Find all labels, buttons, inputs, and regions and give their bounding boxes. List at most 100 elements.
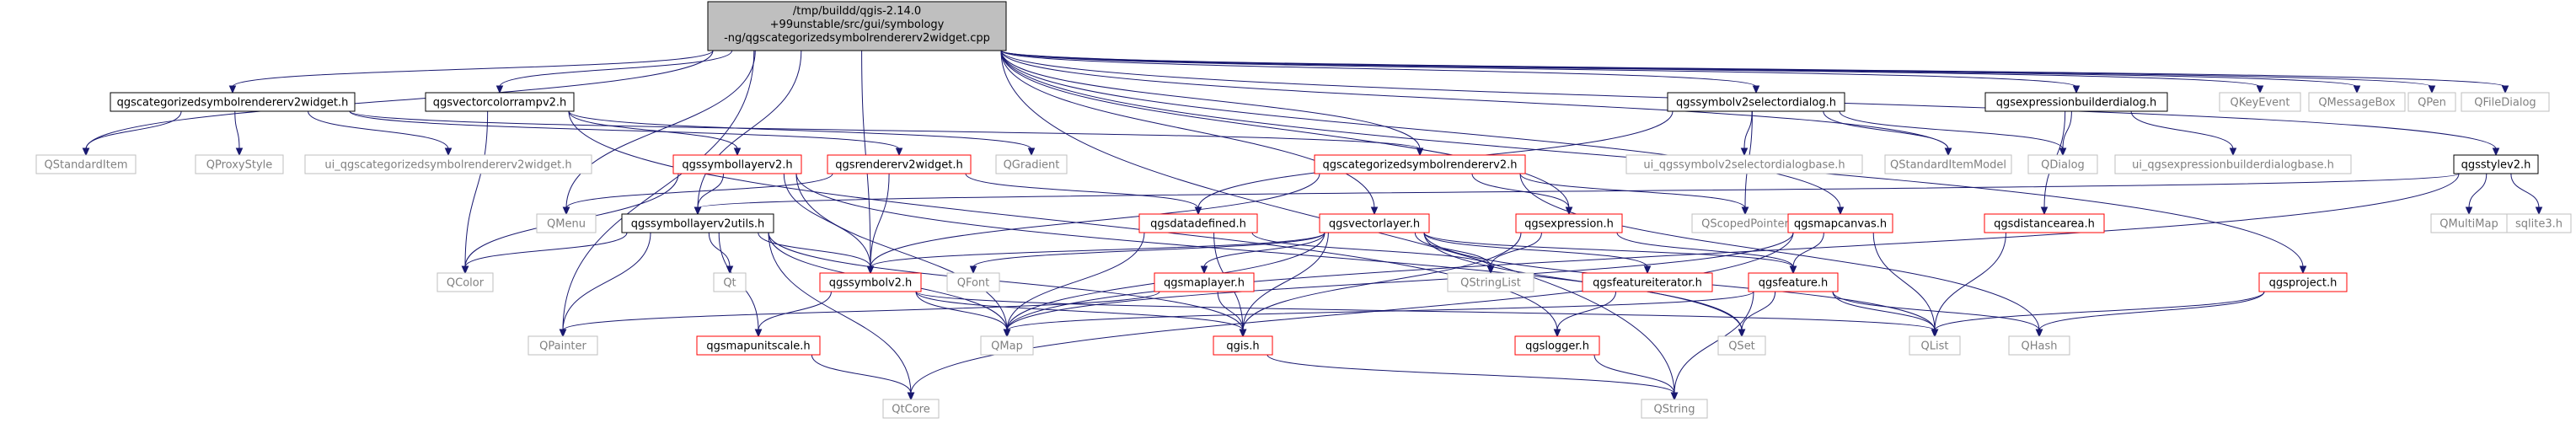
node-box [882, 399, 940, 419]
node-qgsfeature-h[interactable]: qgsfeature.h [1748, 272, 1839, 292]
node-qgsstylev2-h[interactable]: qgsstylev2.h [2453, 154, 2539, 174]
node-label: QSet [1728, 340, 1755, 353]
node-qgis-h[interactable]: qgis.h [1213, 335, 1273, 356]
edge-qgsexpression-h-to-qgis-h [1242, 232, 1522, 331]
node-label: qgsmapcanvas.h [1794, 218, 1887, 231]
node-label: QFont [957, 277, 990, 290]
edge-qgsproject-h-to-qhash [2038, 291, 2265, 331]
node-label: QStringList [1460, 277, 1521, 290]
node-sqlite3-h: sqlite3.h [2506, 213, 2572, 233]
edge-arrowhead [1486, 265, 1495, 275]
node-label: QGradient [1004, 159, 1060, 172]
node-qkeyevent: QKeyEvent [2219, 92, 2301, 112]
node-layer: /tmp/buildd/qgis-2.14.0 +99unstable/src/… [35, 1, 2572, 419]
edge-arrowhead [1789, 265, 1797, 275]
edge-root-to-qstandarditemmodel [1000, 50, 1949, 150]
node-box [2027, 154, 2098, 174]
node-label: qgssymbollayerv2.h [682, 159, 792, 172]
node-qgssymbolv2-h[interactable]: qgssymbolv2.h [819, 272, 922, 292]
node-box [304, 154, 592, 174]
root-node[interactable]: /tmp/buildd/qgis-2.14.0 +99unstable/src/… [707, 1, 1007, 51]
node-box [1314, 154, 1526, 174]
node-label: QFileDialog [2474, 97, 2536, 110]
node-box [1447, 272, 1534, 292]
edge-arrowhead [2535, 206, 2543, 216]
node-label: ui_qgsexpressionbuilderdialogbase.h [2132, 159, 2334, 172]
edge-qgsvectorcolorrampv2-h-to-qgradient [568, 110, 1032, 150]
node-qmap: QMap [980, 335, 1034, 356]
edge-qgsdatadefined-h-to-qmap [1006, 232, 1145, 331]
node-qgsexpression-h[interactable]: qgsexpression.h [1515, 213, 1623, 233]
node-box [1717, 335, 1766, 356]
edge-qgsmapcanvas-h-to-qlist [1872, 232, 1936, 331]
node-qgscatwidget-h[interactable]: qgscategorizedsymbolrendererv2widget.h [110, 92, 356, 112]
node-qgssymbolv2selectordialog-h[interactable]: qgssymbolv2selectordialog.h [1667, 92, 1845, 112]
node-qgsdistancearea-h[interactable]: qgsdistancearea.h [1984, 213, 2105, 233]
node-qgscategorizedsymbolrendererv2-h[interactable]: qgscategorizedsymbolrendererv2.h [1314, 154, 1526, 174]
edge-arrowhead [1200, 265, 1208, 275]
node-qgradient: QGradient [995, 154, 1068, 174]
edge-qgsvectorlayer-h-to-qgis-h [1242, 232, 1329, 331]
edge-arrowhead [754, 329, 763, 338]
node-qgsvectorcolorrampv2-h[interactable]: qgsvectorcolorrampv2.h [425, 92, 575, 112]
edge-root-to-qstandarditem [85, 50, 714, 150]
node-qgslogger-h[interactable]: qgslogger.h [1514, 335, 1600, 356]
edge-qgsvectorlayer-h-to-qfont [972, 232, 1325, 268]
node-qgsmaplayer-h[interactable]: qgsmaplayer.h [1154, 272, 1255, 292]
edge-qgsrendererv2widget-h-to-qgssymbolv2-h [870, 173, 890, 268]
node-qgsfeatureiterator-h[interactable]: qgsfeatureiterator.h [1582, 272, 1713, 292]
node-qgsexpressionbuilderdialog-h[interactable]: qgsexpressionbuilderdialog.h [1984, 92, 2168, 112]
node-qgsmapunitscale-h[interactable]: qgsmapunitscale.h [696, 335, 821, 356]
node-box [1514, 335, 1600, 356]
edge-qgssymbollayerv2utils-h-to-qt [708, 232, 731, 268]
node-box [995, 154, 1068, 174]
edge-qgsvectorlayer-h-to-qgsfeatureiterator-h [1423, 232, 1648, 268]
node-qgsproject-h[interactable]: qgsproject.h [2258, 272, 2348, 292]
edge-arrowhead [444, 147, 453, 157]
edge-qgscategorizedsymbolrendererv2-h-to-qgsexpression-h [1471, 173, 1570, 209]
node-label: qgsdistancearea.h [1994, 218, 2095, 231]
edge-arrowhead [1836, 206, 1845, 216]
node-qgssymbollayerv2-h[interactable]: qgssymbollayerv2.h [672, 154, 802, 174]
edge-qgsrendererv2widget-h-to-qgsdatadefined-h [965, 173, 1199, 209]
node-label: ui_qgssymbolv2selectordialogbase.h [1643, 159, 1845, 172]
node-qhash: QHash [2008, 335, 2070, 356]
node-box [1582, 272, 1713, 292]
node-qstring: QString [1641, 399, 1708, 419]
edge-qgssymbollayerv2utils-h-to-qcolor [464, 232, 628, 268]
node-qstringlist: QStringList [1447, 272, 1534, 292]
edge-qgsfeature-h-to-qset [1741, 291, 1776, 331]
edge-arrowhead [495, 85, 504, 94]
node-qdialog: QDialog [2027, 154, 2098, 174]
edge-qgsfeatureiterator-h-to-qgslogger-h [1556, 291, 1617, 331]
node-qgsrendererv2widget-h[interactable]: qgsrendererv2widget.h [827, 154, 972, 174]
edge-arrowhead [1643, 265, 1652, 275]
node-box [1748, 272, 1839, 292]
node-qt: Qt [713, 272, 747, 292]
node-qgsdatadefined-h[interactable]: qgsdatadefined.h [1138, 213, 1258, 233]
edge-qgsmaplayer-h-to-qpainter [562, 291, 1160, 331]
node-box [819, 272, 922, 292]
node-label: QStandardItem [45, 159, 128, 172]
edge-arrowhead [1239, 329, 1247, 338]
node-box [1787, 213, 1893, 233]
node-label: qgsrendererv2widget.h [835, 159, 962, 172]
edge-arrowhead [1027, 147, 1036, 157]
node-qgsvectorlayer-h[interactable]: qgsvectorlayer.h [1319, 213, 1430, 233]
node-box [528, 335, 598, 356]
node-label: qgsvectorlayer.h [1329, 218, 1420, 231]
edge-arrowhead [1194, 206, 1202, 216]
node-qgssymbollayerv2utils-h[interactable]: qgssymbollayerv2utils.h [621, 213, 774, 233]
edge-root-to-qgsexpression-h [1000, 50, 1570, 209]
edge-qgsvectorlayer-h-to-qgsmaplayer-h [1203, 232, 1325, 268]
node-qset: QSet [1717, 335, 1766, 356]
root-label-line-3: -ng/qgscategorizedsymbolrendererv2widget… [724, 32, 990, 45]
node-label: QString [1653, 404, 1695, 416]
node-label: Qt [723, 277, 736, 290]
edge-arrowhead [2353, 85, 2361, 94]
node-ui-qgscatwidget: ui_qgscategorizedsymbolrendererv2widget.… [304, 154, 592, 174]
edge-qgsfeature-h-to-qmap [1006, 291, 1754, 331]
node-qgsmapcanvas-h[interactable]: qgsmapcanvas.h [1787, 213, 1893, 233]
node-ui-qgsexpressionbuilderdialogbase: ui_qgsexpressionbuilderdialogbase.h [2114, 154, 2352, 174]
edge-arrowhead [2035, 329, 2043, 338]
